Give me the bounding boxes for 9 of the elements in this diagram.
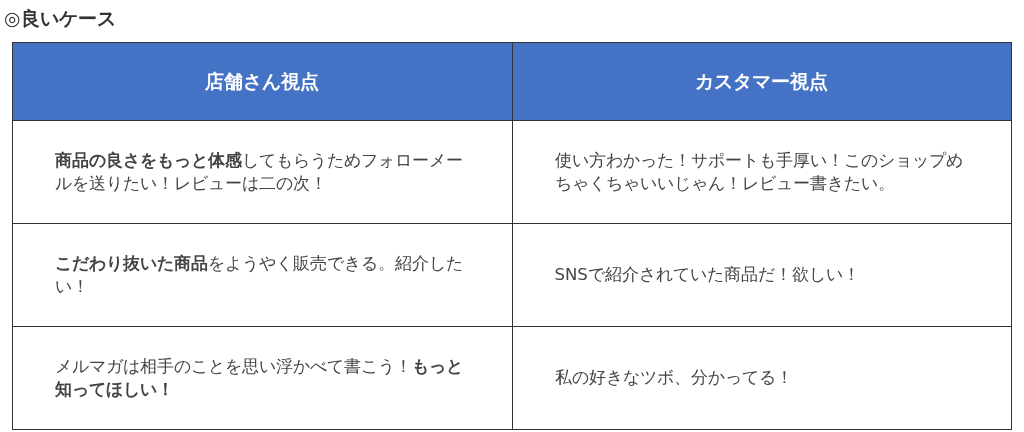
column-header: カスタマー視点 [512,42,1012,121]
table-cell: こだわり抜いた商品をようやく販売できる。紹介したい！ [12,223,512,327]
table-cell: SNSで紹介されていた商品だ！欲しい！ [512,223,1012,327]
table-cell: 私の好きなツボ、分かってる！ [512,326,1012,430]
table-cell: メルマガは相手のことを思い浮かべて書こう！もっと知ってほしい！ [12,326,512,430]
heading: ◎良いケース [4,6,116,31]
column-header: 店舗さん視点 [12,42,512,121]
table-cell: 商品の良さをもっと体感してもらうためフォローメールを送りたい！レビューは二の次！ [12,120,512,224]
table-cell: 使い方わかった！サポートも手厚い！このショップめちゃくちゃいいじゃん！レビュー書きたい。 [512,120,1012,224]
